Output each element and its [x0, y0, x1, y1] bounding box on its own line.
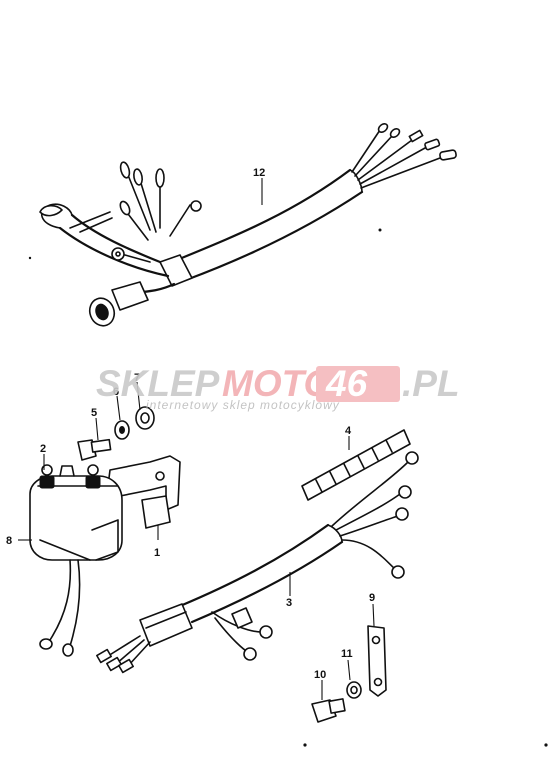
wiring-harness-sub — [96, 451, 419, 674]
watermark-brand-suffix: .PL — [402, 363, 460, 404]
watermark-tagline: internetowy sklep motocyklowy — [146, 398, 340, 412]
dot-mark — [303, 743, 307, 747]
dot-mark — [544, 743, 548, 747]
callout-1: 1 — [154, 547, 160, 559]
bolt-washer-pair — [311, 681, 362, 723]
cable-clamp — [367, 625, 387, 697]
callout-7: 7 — [134, 372, 140, 384]
callout-labels: 12 7 6 5 4 2 8 1 3 9 11 10 — [6, 167, 375, 681]
callout-8: 8 — [6, 535, 12, 547]
callout-6: 6 — [113, 386, 119, 398]
bolt-washer-set — [77, 406, 155, 461]
dot-mark — [378, 228, 382, 232]
callout-3: 3 — [286, 597, 292, 609]
wiring-harness-main — [39, 123, 457, 327]
watermark-box — [316, 366, 400, 402]
watermark-brand-box: 46 — [325, 363, 368, 404]
callout-11: 11 — [341, 648, 353, 660]
spiral-wrap — [301, 429, 411, 501]
watermark-brand-dark: SKLEP — [96, 363, 220, 404]
watermark-brand-red: MOTO — [222, 363, 333, 404]
leader-lines — [18, 178, 375, 700]
callout-12: 12 — [253, 167, 265, 179]
callout-2: 2 — [40, 443, 46, 455]
starter-relay — [29, 464, 123, 657]
callout-5: 5 — [91, 407, 97, 419]
watermark-logo: SKLEP MOTO 46 .PL internetowy sklep moto… — [96, 363, 460, 412]
callout-4: 4 — [345, 425, 352, 437]
callout-9: 9 — [369, 592, 375, 604]
dot-mark — [28, 256, 32, 260]
callout-10: 10 — [314, 669, 326, 681]
